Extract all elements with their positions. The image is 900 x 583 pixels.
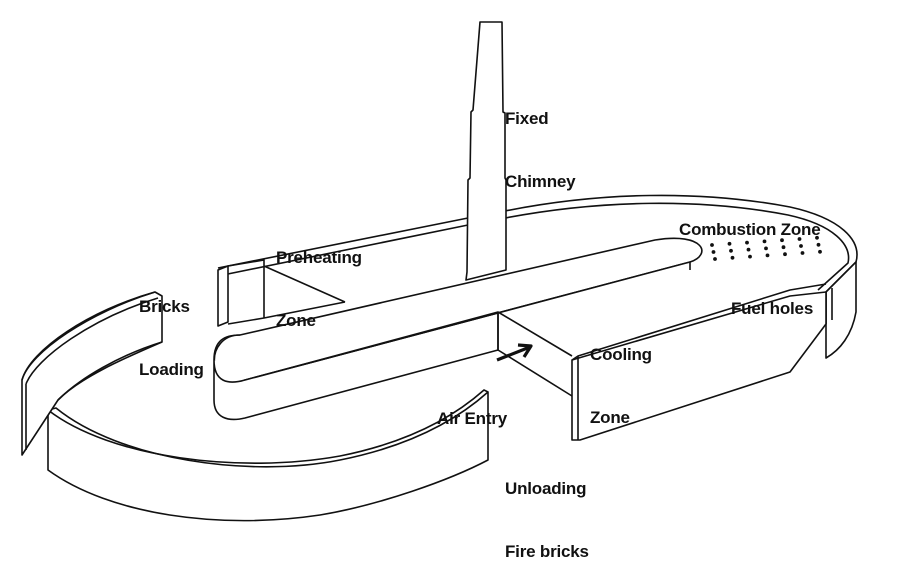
preheating-wall-end [217, 265, 229, 327]
fuel-holes-grid [710, 235, 822, 261]
preheating-wall-face [227, 259, 346, 325]
bricks-loading-label: Bricks Loading [139, 254, 204, 401]
bricks-loading-label-line2: Loading [139, 360, 204, 379]
front-curved-wall [47, 391, 489, 522]
fuel-hole [745, 240, 749, 245]
central-divider-face [213, 261, 691, 421]
fuel-hole [765, 253, 770, 258]
fuel-hole [815, 235, 819, 240]
fuel-hole [797, 237, 802, 241]
front-curved-wall-rim [47, 389, 489, 464]
air-entry-label-line1: Air Entry [437, 409, 507, 428]
fuel-hole [711, 250, 716, 254]
air-entry-arrow [496, 343, 533, 362]
kiln-diagram [21, 21, 858, 522]
cooling-wall-top-edge [571, 283, 827, 440]
fuel-hole [729, 248, 733, 253]
cooling-zone-label: Cooling Zone [590, 302, 652, 449]
fuel-hole [781, 245, 786, 250]
fuel-hole [764, 246, 768, 251]
fuel-holes-label: Fuel holes [731, 256, 813, 340]
preheating-zone-label-line1: Preheating [276, 248, 362, 267]
fuel-hole [748, 254, 752, 259]
fuel-hole [710, 243, 714, 247]
fuel-hole [799, 244, 803, 248]
air-entry-channel [497, 311, 573, 397]
preheating-zone-label: Preheating Zone [276, 205, 362, 352]
fuel-hole [727, 241, 732, 246]
cooling-zone-label-line1: Cooling [590, 345, 652, 364]
chimney-label-line1: Fixed [505, 109, 549, 128]
fuel-hole [713, 257, 717, 261]
combustion-zone-label-line1: Combustion Zone [679, 220, 821, 239]
combustion-zone-label: Combustion Zone [679, 177, 821, 261]
outer-wall-top-rim [217, 194, 858, 293]
fuel-hole [818, 249, 822, 254]
left-curved-wall-rim [21, 291, 163, 450]
outer-wall-inner-rim [217, 202, 850, 291]
chimney-label: Fixed Chimney [505, 66, 576, 213]
preheating-zone-label-line2: Zone [276, 311, 316, 330]
unloading-label: Unloading Fire bricks [505, 436, 589, 583]
divider-top-edge [213, 334, 241, 361]
fuel-hole [816, 242, 821, 247]
bricks-loading-label-line1: Bricks [139, 297, 190, 316]
fuel-hole [780, 238, 784, 243]
fuel-hole [762, 239, 767, 244]
chimney-label-line2: Chimney [505, 172, 576, 191]
unloading-label-line1: Unloading [505, 479, 587, 498]
fuel-hole [783, 252, 787, 257]
fuel-hole [746, 247, 751, 252]
cooling-zone-label-line2: Zone [590, 408, 630, 427]
fixed-chimney [465, 21, 507, 281]
fuel-hole [730, 255, 735, 260]
air-entry-label: Air Entry [437, 366, 507, 450]
combustion-end-wall [825, 261, 857, 359]
unloading-label-line2: Fire bricks [505, 542, 589, 561]
cooling-zone-front-wall [571, 291, 827, 441]
fuel-holes-label-line1: Fuel holes [731, 299, 814, 318]
fuel-hole [800, 251, 805, 255]
